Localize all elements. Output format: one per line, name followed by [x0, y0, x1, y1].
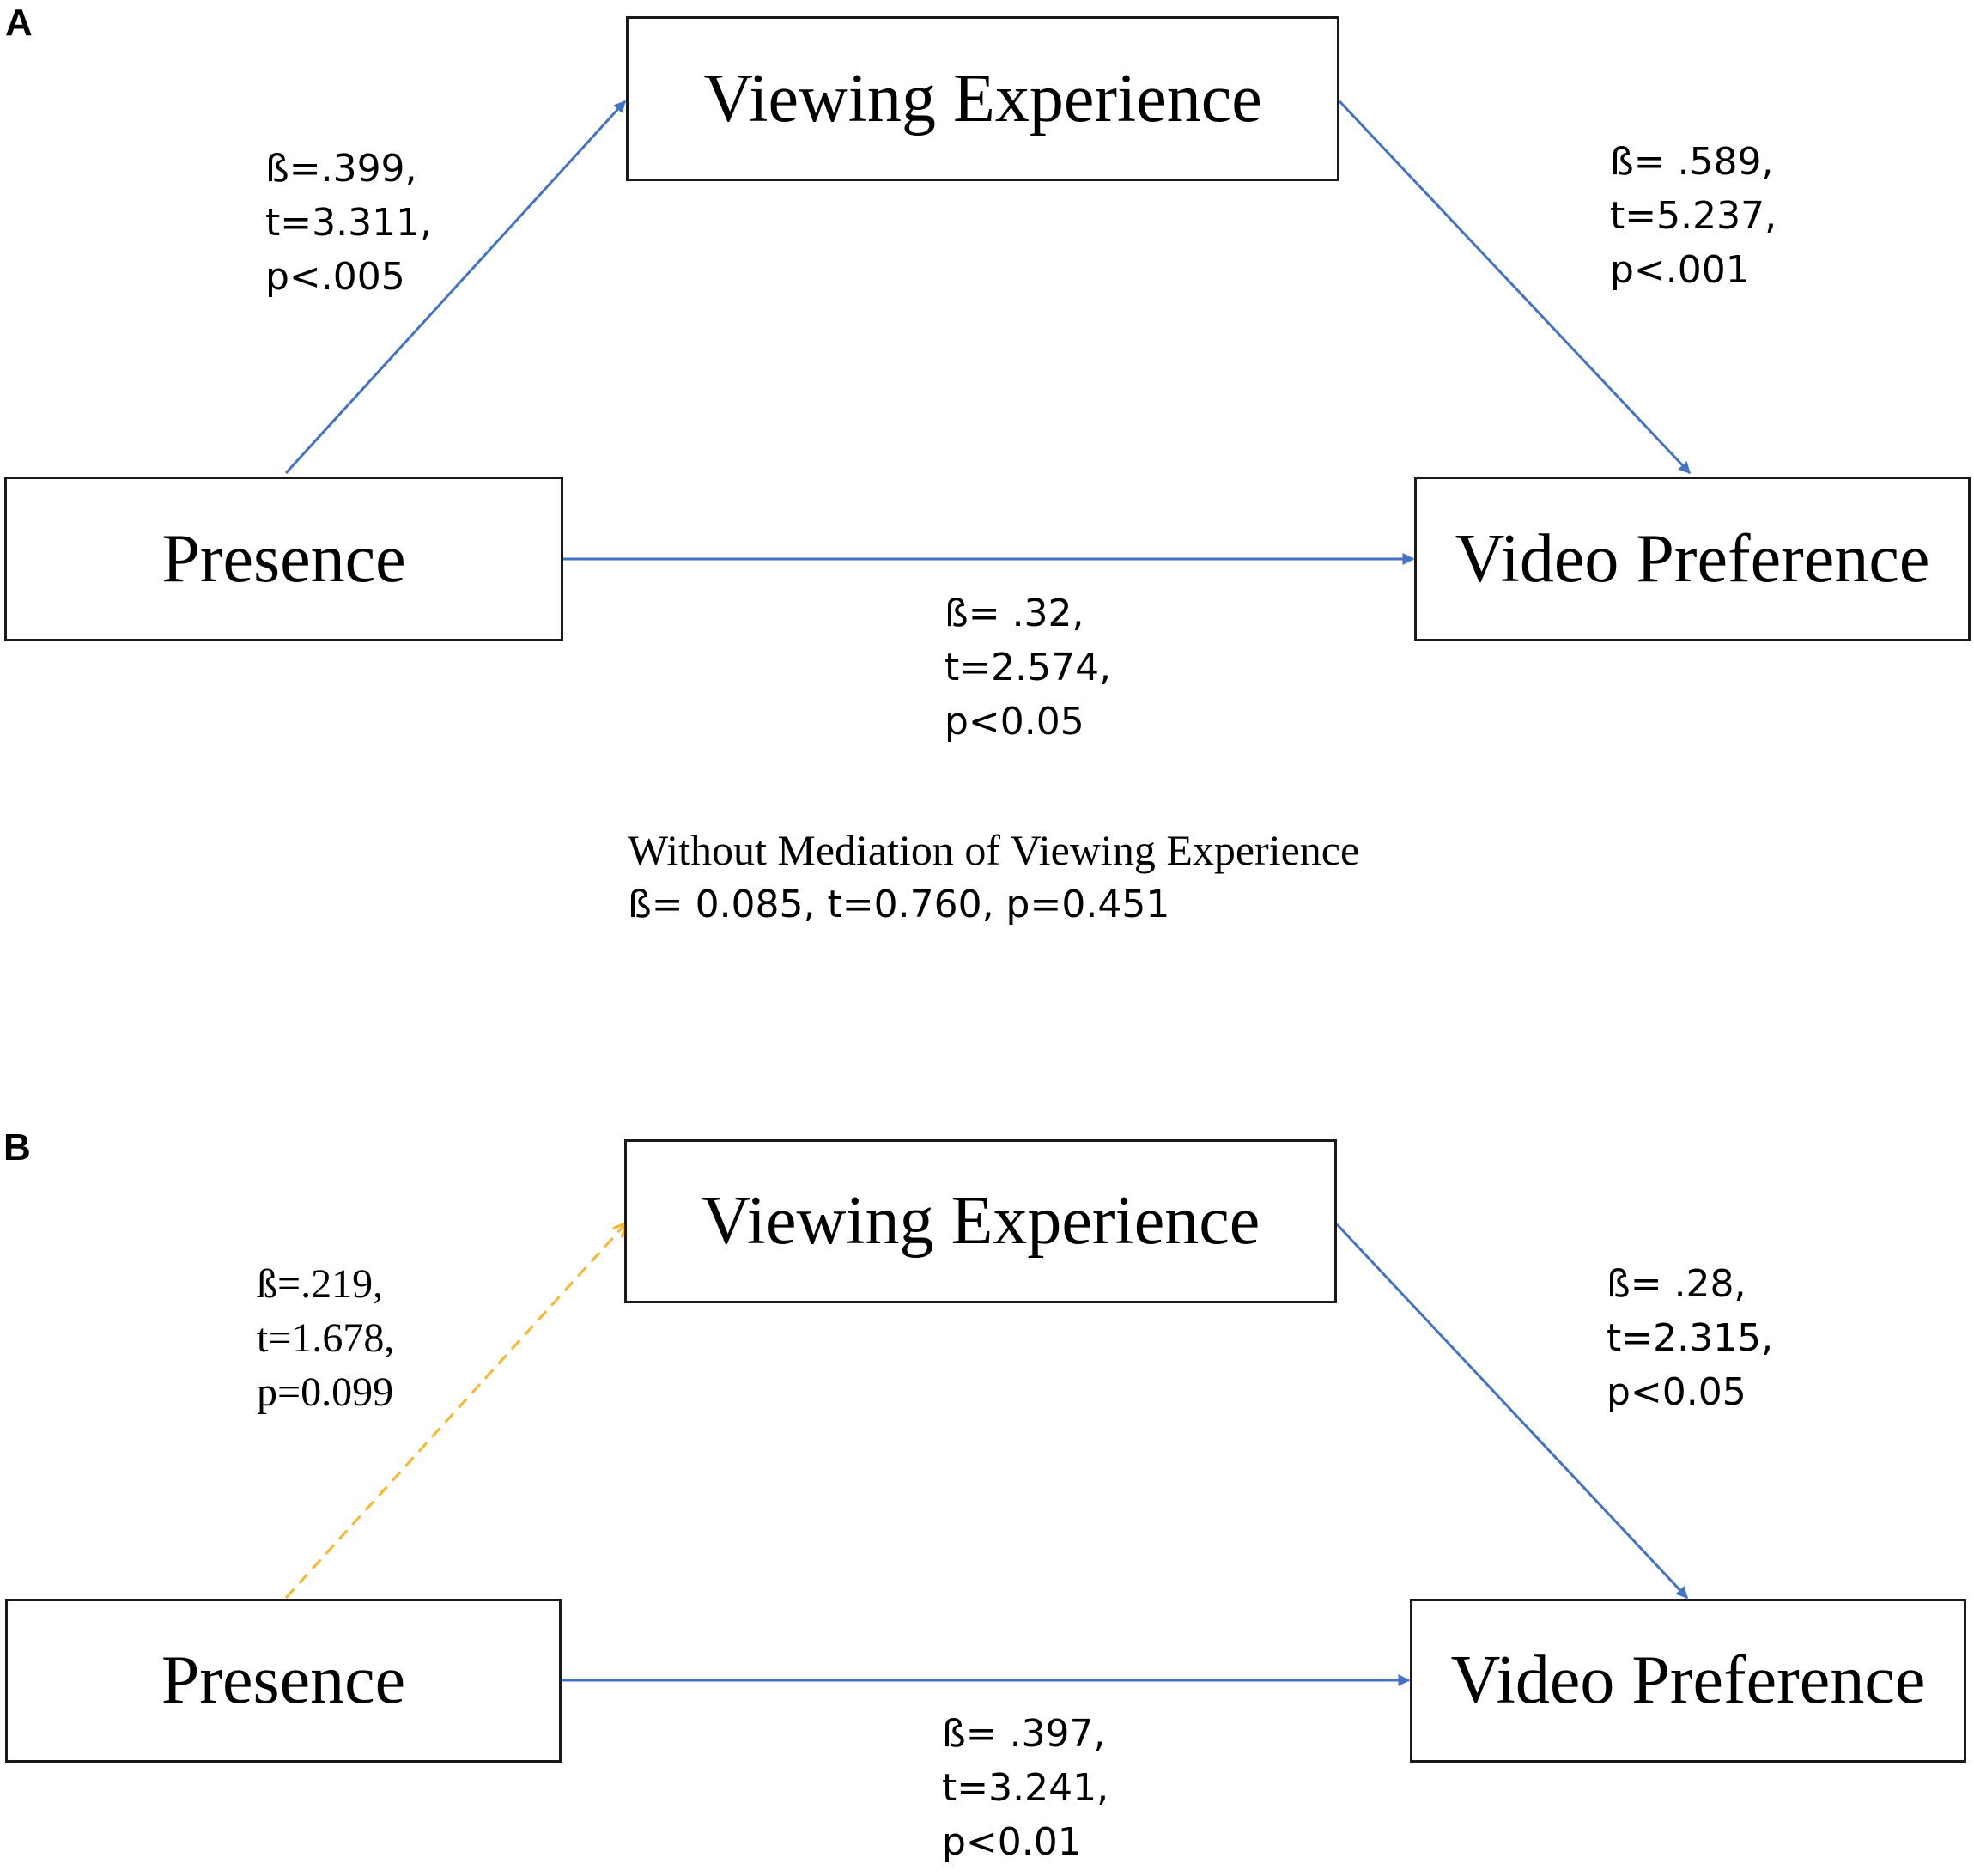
- p-value: p=0.099: [257, 1369, 394, 1415]
- beta-value: ß= .28,: [1607, 1262, 1746, 1306]
- panel-a-b-path-stats: ß= .589, t=5.237, p<.001: [1610, 135, 1777, 297]
- panel-a-video-preference-box: Video Preference: [1414, 477, 1971, 641]
- t-value: t=5.237,: [1610, 194, 1777, 238]
- panel-b-arrow-viewing-to-preference: [1335, 1223, 1689, 1600]
- t-value: t=3.241,: [942, 1766, 1109, 1810]
- beta-value: ß= .32,: [944, 592, 1084, 635]
- panel-a-a-path-stats: ß=.399, t=3.311, p<.005: [265, 142, 432, 304]
- p-value: p<.005: [265, 255, 405, 299]
- p-value: p<0.05: [1607, 1370, 1746, 1414]
- note-title: Without Mediation of Viewing Experience: [628, 826, 1360, 874]
- t-value: t=1.678,: [257, 1315, 395, 1361]
- panel-b-c-path-stats: ß= .397, t=3.241, p<0.01: [942, 1707, 1108, 1869]
- panel-a-presence-box: Presence: [4, 477, 563, 641]
- t-value: t=2.315,: [1607, 1316, 1774, 1360]
- panel-a-c-path-stats: ß= .32, t=2.574, p<0.05: [944, 586, 1111, 749]
- panel-b-presence-box: Presence: [5, 1599, 562, 1763]
- beta-value: ß=.219,: [257, 1261, 384, 1307]
- panel-b-arrow-presence-to-viewing: [284, 1224, 625, 1600]
- panel-b-viewing-experience-box: Viewing Experience: [624, 1139, 1337, 1303]
- beta-value: ß= .397,: [942, 1712, 1106, 1756]
- t-value: t=3.311,: [265, 201, 433, 245]
- panel-a-viewing-experience-box: Viewing Experience: [626, 16, 1339, 181]
- panel-a-arrow-viewing-to-preference: [1338, 100, 1692, 475]
- panel-b-a-path-stats: ß=.219, t=1.678, p=0.099: [257, 1257, 394, 1419]
- panel-b-video-preference-box: Video Preference: [1410, 1599, 1966, 1763]
- panel-b-label: B: [3, 1126, 31, 1169]
- panel-a-label: A: [5, 2, 33, 44]
- panel-a-arrow-presence-to-viewing: [284, 100, 627, 475]
- panel-a-without-mediation-note: Without Mediation of Viewing Experience …: [628, 823, 1359, 932]
- p-value: p<0.05: [944, 700, 1084, 744]
- t-value: t=2.574,: [944, 646, 1112, 689]
- beta-value: ß= .589,: [1610, 140, 1774, 184]
- panel-b-b-path-stats: ß= .28, t=2.315, p<0.05: [1607, 1257, 1773, 1419]
- p-value: p<0.01: [942, 1820, 1082, 1864]
- note-values: ß= 0.085, t=0.760, p=0.451: [628, 883, 1170, 926]
- p-value: p<.001: [1610, 248, 1750, 292]
- beta-value: ß=.399,: [265, 147, 417, 191]
